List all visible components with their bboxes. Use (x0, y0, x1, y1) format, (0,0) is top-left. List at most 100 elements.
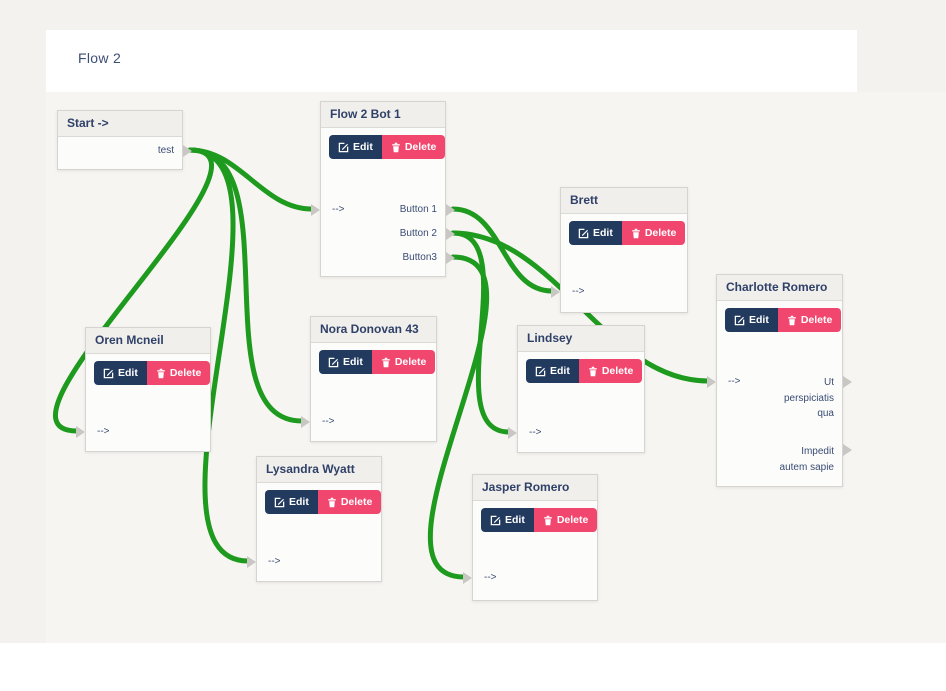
input-port-arrow-icon[interactable] (311, 204, 320, 216)
edit-button-label: Edit (343, 356, 363, 368)
output-port-arrow-icon[interactable] (446, 228, 455, 240)
node-actions: Edit Delete (569, 221, 687, 245)
output-port-arrow-icon[interactable] (843, 376, 852, 388)
delete-button[interactable]: Delete (621, 221, 686, 245)
input-port-arrow-icon[interactable] (508, 427, 517, 439)
input-port-arrow-icon[interactable] (463, 572, 472, 584)
delete-trash-icon (328, 497, 336, 507)
input-port-label: --> (572, 286, 585, 297)
node-title: Start -> (58, 111, 182, 137)
flow-node-jasper[interactable]: Jasper Romero Edit Delete --> (463, 474, 598, 601)
input-port-label: --> (322, 416, 335, 427)
node-title: Oren Mcneil (86, 328, 210, 354)
input-port-arrow-icon[interactable] (551, 286, 560, 298)
flow-node-lindsey[interactable]: Lindsey Edit Delete --> (508, 325, 645, 453)
input-port-label: --> (529, 427, 542, 438)
delete-trash-icon (157, 368, 165, 378)
delete-button[interactable]: Delete (146, 361, 211, 385)
delete-button-label: Delete (800, 314, 833, 326)
input-port-arrow-icon[interactable] (247, 556, 256, 568)
flow-node-charlotte[interactable]: Charlotte Romero Edit Delete --> Ut perspi… (707, 274, 852, 487)
output-port-arrow-icon[interactable] (183, 145, 192, 157)
output-port-label: Button3 (402, 252, 437, 263)
node-actions: Edit Delete (526, 359, 644, 383)
input-port-arrow-icon[interactable] (301, 416, 310, 428)
node-actions: Edit Delete (94, 361, 211, 385)
edit-button-label: Edit (749, 314, 769, 326)
edit-pencil-icon (490, 515, 501, 525)
input-port-label: --> (332, 204, 345, 215)
node-actions: Edit Delete (329, 135, 446, 159)
node-actions: Edit Delete (265, 490, 382, 514)
delete-button[interactable]: Delete (533, 508, 598, 532)
output-port-label: Impedit autem sapie (779, 446, 834, 473)
delete-button[interactable]: Delete (371, 350, 436, 374)
edit-button[interactable]: Edit (526, 359, 579, 383)
delete-trash-icon (632, 228, 640, 238)
edit-button-label: Edit (353, 141, 373, 153)
node-title: Flow 2 Bot 1 (321, 102, 445, 128)
node-actions: Edit Delete (481, 508, 598, 532)
edit-button[interactable]: Edit (94, 361, 147, 385)
edit-button[interactable]: Edit (265, 490, 318, 514)
output-port-arrow-icon[interactable] (843, 444, 852, 456)
flow-node-flow2bot1[interactable]: Flow 2 Bot 1 Edit Delete --> Button 1 Butto… (311, 101, 455, 277)
node-title: Lindsey (518, 326, 644, 352)
edit-button-label: Edit (289, 496, 309, 508)
connection-curve[interactable] (187, 147, 251, 564)
flow-node-nora[interactable]: Nora Donovan 43 Edit Delete--> (301, 316, 437, 442)
connection-curve[interactable] (428, 254, 489, 580)
delete-button[interactable]: Delete (317, 490, 382, 514)
node-title: Charlotte Romero (717, 275, 842, 301)
edit-button-label: Edit (118, 367, 138, 379)
input-port-label: --> (268, 556, 281, 567)
edit-button[interactable]: Edit (319, 350, 372, 374)
edit-button-label: Edit (593, 227, 613, 239)
input-port-label: --> (97, 426, 110, 437)
delete-button-label: Delete (169, 367, 202, 379)
node-actions: Edit Delete (725, 308, 842, 332)
flow-header-bar: Flow 2 (46, 30, 857, 92)
edit-button[interactable]: Edit (569, 221, 622, 245)
output-port-label: Ut perspiciatis qua (783, 377, 834, 419)
delete-button-label: Delete (404, 141, 437, 153)
edit-pencil-icon (535, 366, 546, 376)
delete-trash-icon (589, 366, 597, 376)
output-port-arrow-icon[interactable] (446, 252, 455, 264)
delete-button-label: Delete (394, 356, 427, 368)
node-actions: Edit Delete (319, 350, 436, 374)
edit-pencil-icon (103, 368, 114, 378)
delete-trash-icon (392, 142, 400, 152)
edit-pencil-icon (338, 142, 349, 152)
input-port-label: --> (484, 572, 497, 583)
delete-button-label: Delete (644, 227, 677, 239)
output-port-label: Button 1 (399, 204, 437, 215)
output-port-label: Button 2 (399, 228, 437, 239)
delete-button[interactable]: Delete (777, 308, 842, 332)
delete-button-label: Delete (340, 496, 373, 508)
connection-curve[interactable] (450, 206, 555, 294)
node-title: Brett (561, 188, 687, 214)
delete-button[interactable]: Delete (381, 135, 446, 159)
input-port-arrow-icon[interactable] (707, 376, 716, 388)
input-port-arrow-icon[interactable] (76, 426, 85, 438)
edit-button[interactable]: Edit (481, 508, 534, 532)
flow-node-lysandra[interactable]: Lysandra Wyatt Edit Delete--> (247, 456, 382, 582)
page-title: Flow 2 (78, 50, 122, 66)
flow-node-brett[interactable]: Brett Edit Delete --> (551, 187, 688, 313)
delete-button-label: Delete (601, 365, 634, 377)
output-port-arrow-icon[interactable] (446, 204, 455, 216)
edit-button-label: Edit (550, 365, 570, 377)
node-title: Jasper Romero (473, 475, 597, 501)
edit-button[interactable]: Edit (329, 135, 382, 159)
flow-node-oren[interactable]: Oren Mcneil Edit Delete --> (76, 327, 211, 452)
input-port-label: --> (728, 376, 741, 387)
edit-button[interactable]: Edit (725, 308, 778, 332)
flow-node-start[interactable]: Start -> test (57, 110, 192, 170)
edit-button-label: Edit (505, 514, 525, 526)
output-port-label: test (157, 145, 174, 156)
delete-button[interactable]: Delete (578, 359, 643, 383)
connection-curve[interactable] (53, 147, 214, 434)
